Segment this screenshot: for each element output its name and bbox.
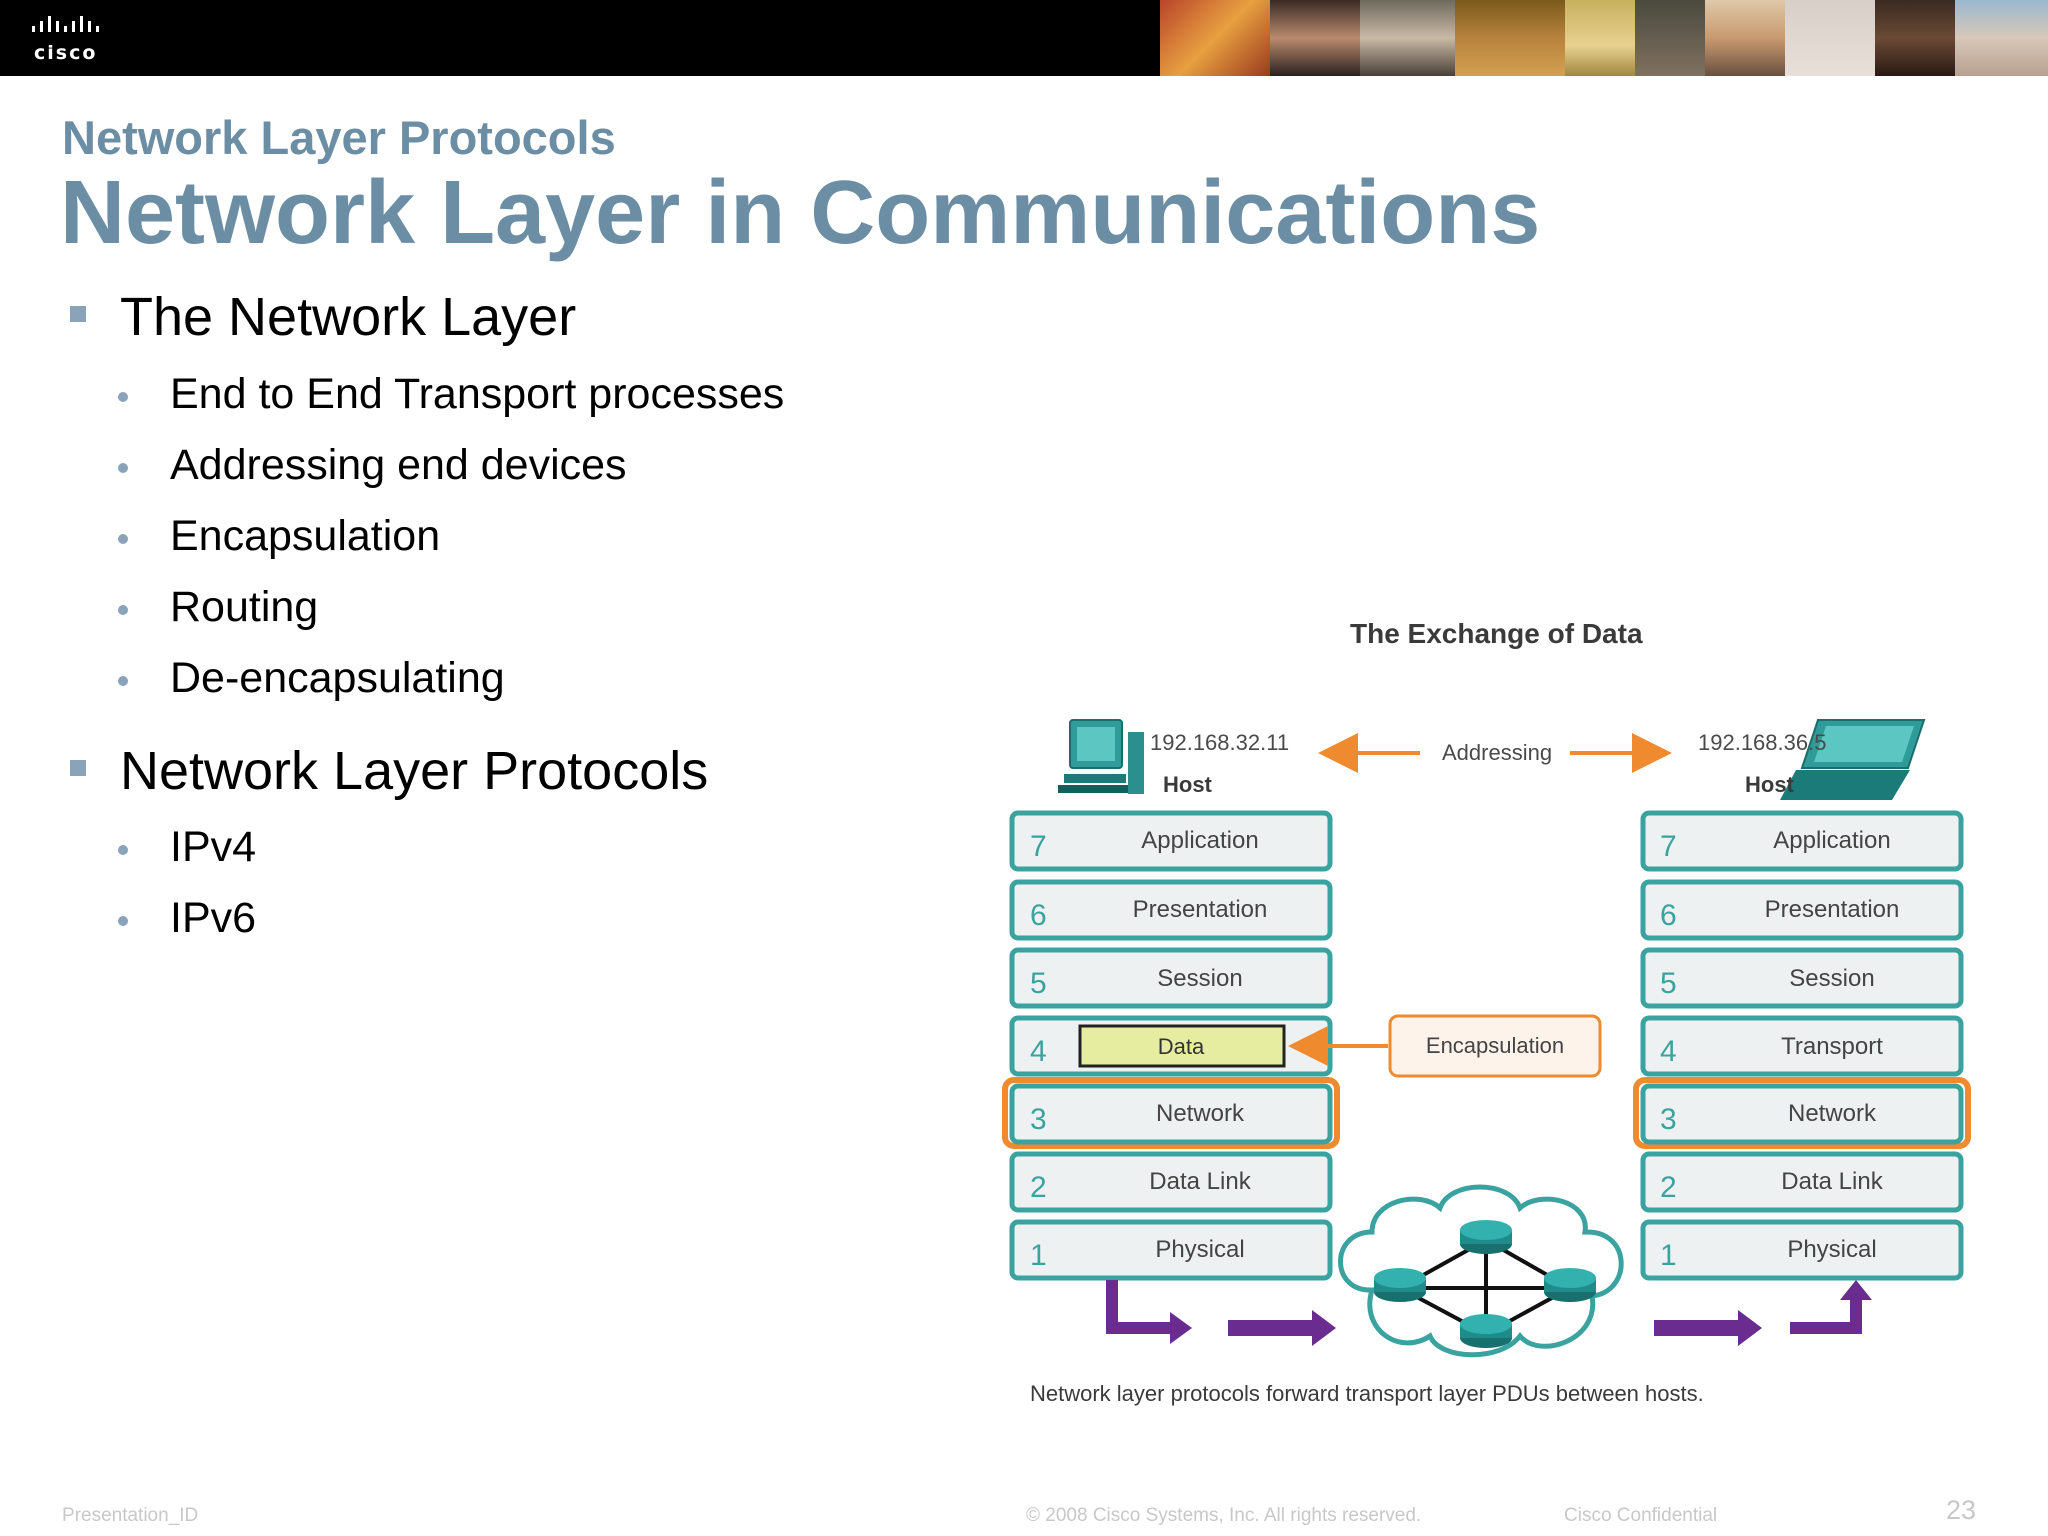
svg-text:Data: Data: [1158, 1034, 1205, 1059]
flow-arrow-right-up-icon: [1790, 1280, 1872, 1334]
dot-bullet-icon: [118, 845, 128, 855]
svg-text:4: 4: [1030, 1035, 1047, 1068]
right-host-label: Host: [1745, 772, 1795, 797]
svg-text:Data Link: Data Link: [1149, 1168, 1251, 1195]
slide-subtitle: Network Layer Protocols: [62, 111, 616, 164]
network-cloud-icon: [1338, 1184, 1624, 1358]
left-osi-stack: 7 Application 6 Presentation 5 Session 4…: [1002, 810, 1340, 1281]
svg-text:Data Link: Data Link: [1781, 1168, 1883, 1195]
router-icon: [1544, 1268, 1596, 1302]
right-layer-3: 3 Network: [1633, 1077, 1971, 1149]
cisco-wordmark: cisco: [34, 42, 98, 64]
addressing-label: Addressing: [1442, 740, 1552, 765]
laptop-icon: [1780, 719, 1926, 800]
cisco-bridge-icon: [32, 16, 99, 32]
right-layer-4: 4 Transport: [1640, 1015, 1964, 1077]
dot-bullet-icon: [118, 916, 128, 926]
dot-bullet-icon: [118, 392, 128, 402]
flow-arrow-right-icon: [1228, 1310, 1336, 1346]
svg-text:Presentation: Presentation: [1133, 896, 1268, 923]
svg-text:6: 6: [1660, 899, 1677, 932]
slide-title: Network Layer in Communications: [60, 163, 1541, 263]
svg-text:7: 7: [1660, 830, 1677, 863]
data-pdu-box: [1078, 1024, 1286, 1068]
svg-text:Session: Session: [1157, 965, 1242, 992]
footer-confidential: Cisco Confidential: [1564, 1505, 1718, 1526]
right-layer-2: 2 Data Link: [1640, 1151, 1964, 1213]
diagram-title: The Exchange of Data: [1350, 618, 1643, 649]
right-host-ip: 192.168.36.5: [1698, 730, 1826, 755]
svg-text:2: 2: [1030, 1171, 1047, 1204]
right-layer-6: 6 Presentation: [1640, 879, 1964, 941]
footer-copyright: © 2008 Cisco Systems, Inc. All rights re…: [1026, 1505, 1422, 1526]
square-bullet-icon: [70, 306, 86, 322]
svg-text:5: 5: [1030, 967, 1047, 1000]
left-host-ip: 192.168.32.11: [1150, 730, 1289, 755]
header-photo-strip: [1160, 0, 2048, 76]
svg-text:4: 4: [1660, 1035, 1677, 1068]
left-layer-3: 3 Network: [1002, 1077, 1340, 1149]
encapsulation-label: Encapsulation: [1426, 1033, 1564, 1058]
cisco-logo: cisco: [30, 14, 120, 64]
router-icon: [1460, 1220, 1512, 1254]
left-layer-7: 7 Application: [1009, 810, 1333, 872]
svg-text:Network: Network: [1156, 1100, 1245, 1127]
svg-text:6: 6: [1030, 899, 1047, 932]
svg-text:1: 1: [1660, 1239, 1677, 1272]
svg-text:Presentation: Presentation: [1765, 896, 1900, 923]
diagram-caption: Network layer protocols forward transpor…: [1030, 1381, 1704, 1406]
left-layer-4: 4 Data: [1009, 1015, 1333, 1077]
left-layer-5: 5 Session: [1009, 947, 1333, 1009]
right-layer-5: 5 Session: [1640, 947, 1964, 1009]
square-bullet-icon: [70, 760, 86, 776]
svg-text:Session: Session: [1789, 965, 1874, 992]
right-layer-1: 1 Physical: [1640, 1219, 1964, 1281]
svg-text:2: 2: [1660, 1171, 1677, 1204]
left-layer-6: 6 Presentation: [1009, 879, 1333, 941]
svg-text:3: 3: [1030, 1103, 1047, 1136]
footer-presentation-id: Presentation_ID: [62, 1505, 199, 1526]
svg-text:Network: Network: [1788, 1100, 1877, 1127]
svg-text:Application: Application: [1141, 827, 1258, 854]
data-flow-arrows: [1106, 1280, 1872, 1346]
dot-bullet-icon: [118, 605, 128, 615]
router-icon: [1374, 1268, 1426, 1302]
left-host-label: Host: [1163, 772, 1213, 797]
dot-bullet-icon: [118, 676, 128, 686]
svg-text:3: 3: [1660, 1103, 1677, 1136]
left-layer-2: 2 Data Link: [1009, 1151, 1333, 1213]
svg-text:5: 5: [1660, 967, 1677, 1000]
desktop-computer-icon: [1058, 719, 1144, 794]
network-layer-highlight: [1002, 1077, 1340, 1149]
svg-text:Application: Application: [1773, 827, 1890, 854]
encapsulation-callout: Encapsulation: [1288, 1014, 1602, 1078]
flow-arrow-right-icon: [1654, 1310, 1762, 1346]
svg-text:7: 7: [1030, 830, 1047, 863]
left-layer-1: 1 Physical: [1009, 1219, 1333, 1281]
router-icon: [1460, 1314, 1512, 1348]
header-bar: cisco: [0, 0, 2048, 76]
svg-text:1: 1: [1030, 1239, 1047, 1272]
svg-text:Physical: Physical: [1787, 1236, 1876, 1263]
network-layer-highlight: [1633, 1077, 1971, 1149]
svg-text:Transport: Transport: [1781, 1033, 1883, 1060]
dot-bullet-icon: [118, 463, 128, 473]
dot-bullet-icon: [118, 534, 128, 544]
page-number: 23: [1946, 1495, 1977, 1525]
flow-arrow-down-right-icon: [1106, 1280, 1192, 1344]
svg-text:Physical: Physical: [1155, 1236, 1244, 1263]
right-osi-stack: 7 Application 6 Presentation 5 Session 4…: [1633, 810, 1971, 1281]
right-layer-7: 7 Application: [1640, 810, 1964, 872]
